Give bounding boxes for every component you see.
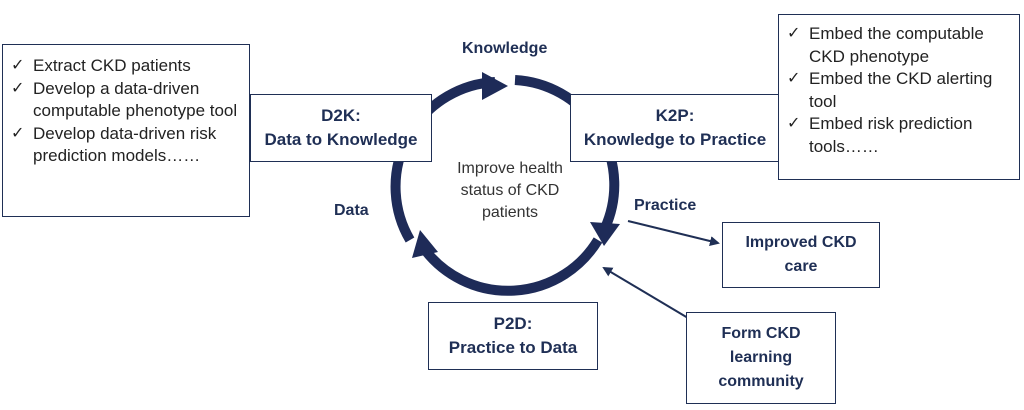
- arrow-to-improved-care: [627, 220, 720, 246]
- check-icon: ✓: [11, 79, 25, 97]
- right-checklist-box: ✓Embed the computable CKD phenotype ✓Emb…: [778, 14, 1020, 180]
- label-data: Data: [334, 202, 369, 219]
- d2k-box: D2K: Data to Knowledge: [250, 94, 432, 162]
- k2p-box: K2P: Knowledge to Practice: [570, 94, 780, 162]
- list-item: ✓Develop data-driven risk prediction mod…: [11, 123, 217, 166]
- p2d-subtitle: Practice to Data: [448, 338, 578, 357]
- label-practice: Practice: [634, 197, 697, 214]
- list-item: ✓Develop a data-driven computable phenot…: [11, 78, 238, 121]
- arrow-from-community: [602, 266, 689, 319]
- list-item: ✓Embed risk prediction tools……: [787, 114, 973, 156]
- list-item: ✓Embed the CKD alerting tool: [787, 69, 993, 111]
- check-icon: ✓: [787, 115, 801, 132]
- center-goal-text: Improve health status of CKD patients: [457, 160, 563, 221]
- p2d-title: P2D:: [493, 314, 533, 333]
- list-item: ✓Embed the computable CKD phenotype: [787, 24, 984, 66]
- label-knowledge: Knowledge: [462, 40, 548, 57]
- check-icon: ✓: [11, 124, 25, 142]
- d2k-subtitle: Data to Knowledge: [264, 130, 418, 149]
- d2k-title: D2K:: [321, 106, 361, 125]
- arrowhead-knowledge: [482, 72, 508, 100]
- left-checklist-box: ✓Extract CKD patients ✓Develop a data-dr…: [2, 44, 250, 217]
- p2d-box: P2D: Practice to Data: [428, 302, 598, 370]
- check-icon: ✓: [787, 25, 801, 42]
- list-item: ✓Extract CKD patients: [5, 55, 243, 78]
- community-box: Form CKD learning community: [686, 312, 836, 404]
- arrowhead-practice: [590, 222, 620, 246]
- arrowhead-data: [412, 230, 438, 258]
- k2p-subtitle: Knowledge to Practice: [583, 130, 767, 149]
- improved-care-box: Improved CKD care: [722, 222, 880, 288]
- cycle-arc-practice: [421, 237, 603, 296]
- k2p-title: K2P:: [655, 106, 695, 125]
- check-icon: ✓: [11, 57, 25, 74]
- check-icon: ✓: [787, 70, 801, 87]
